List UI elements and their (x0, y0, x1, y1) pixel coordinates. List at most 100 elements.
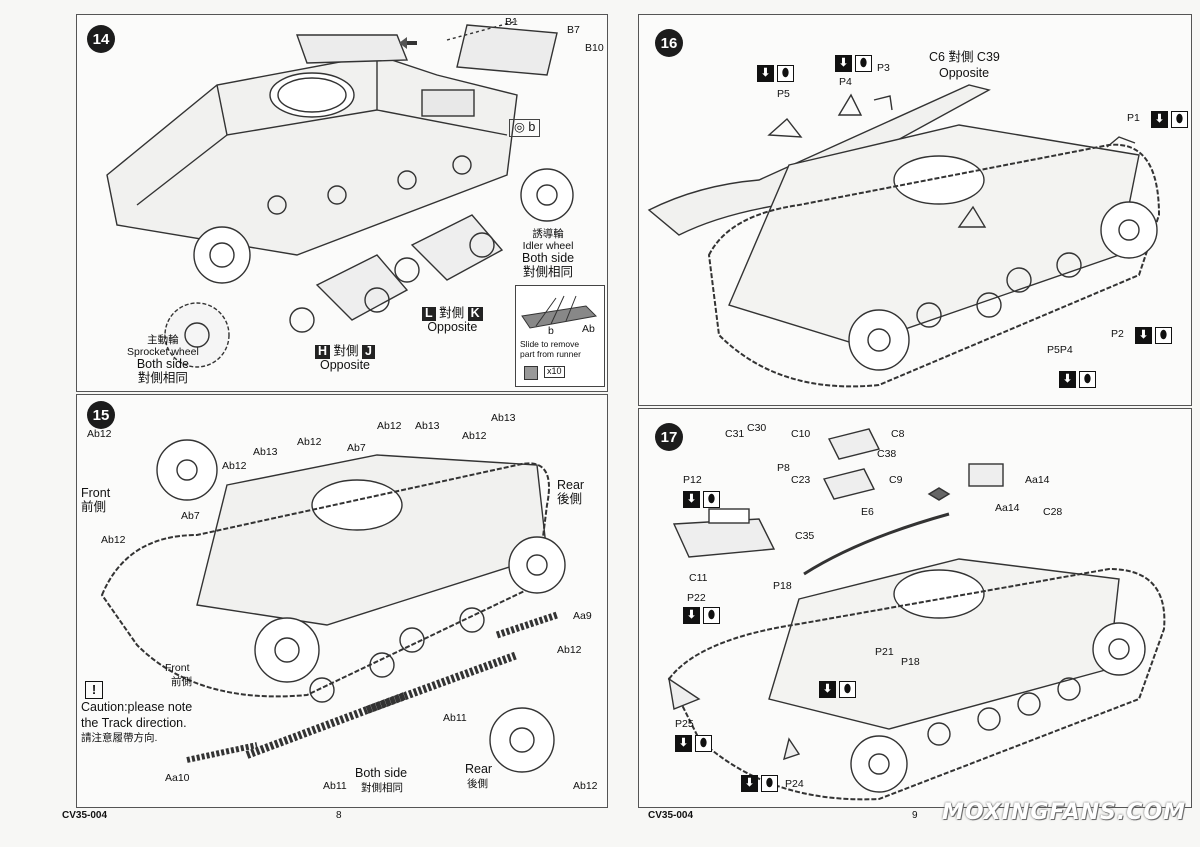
label-ab12-2: Ab12 (222, 460, 247, 472)
sprocket-en: Sprocket wheel (127, 345, 199, 358)
cement-icon: ⬇ (819, 681, 836, 698)
paint-icon: ⬮ (1155, 327, 1172, 344)
step-16-panel: 16 C6 對側 C39 Opposite P1 P2 P3 P4 (638, 14, 1192, 406)
label-ab13-3: Ab13 (491, 412, 516, 424)
label-aa14: Aa14 (1025, 474, 1050, 486)
label-c23: C23 (791, 474, 811, 486)
both-side-cn: 對側相同 (361, 782, 403, 794)
pair-hj-text: Opposite (319, 357, 370, 372)
runner-b-label: ◎ b (509, 119, 541, 137)
label-p21: P21 (875, 646, 894, 658)
pair-lk-text: Opposite (427, 319, 478, 334)
sprocket-side-en: Both side (136, 357, 189, 372)
label-c11: C11 (689, 572, 708, 584)
label-c38: C38 (877, 448, 897, 460)
step-number: 16 (655, 29, 683, 57)
paint-icon: ⬮ (855, 55, 872, 72)
label-p12: P12 (683, 474, 702, 486)
watermark-logo: MOXINGFANS.COM (941, 800, 1186, 825)
step-number: 14 (87, 25, 115, 53)
cube-icon (524, 366, 538, 380)
front-en: Front (81, 486, 111, 500)
track-drawing (100, 439, 566, 773)
pair-hj-mid: 對側 (333, 344, 359, 358)
left-code: CV35-004 (62, 810, 108, 821)
label-c28: C28 (1043, 506, 1063, 518)
label-c35: C35 (795, 530, 815, 542)
front-cn: 前側 (81, 500, 107, 514)
paint-icon: ⬮ (703, 491, 720, 508)
inset-b: b (548, 325, 554, 337)
c6-opposite: Opposite (939, 66, 990, 80)
c6-c39-label: C6 對側 C39 (929, 50, 1000, 64)
label-ab12-lower-b: Ab12 (573, 780, 598, 792)
label-p2: P2 (1111, 328, 1124, 340)
label-p8: P8 (777, 462, 790, 474)
cement-icon: ⬇ (1151, 111, 1168, 128)
caution-cn: 請注意履帶方向. (81, 732, 158, 744)
label-ab12-4: Ab12 (377, 420, 402, 432)
cement-icon: ⬇ (683, 607, 700, 624)
label-p3: P3 (877, 62, 890, 74)
paint-icon: ⬮ (1079, 371, 1096, 388)
both-side-en: Both side (355, 766, 408, 780)
label-e6: E6 (861, 506, 874, 518)
paint-icon: ⬮ (839, 681, 856, 698)
inset-note-1: Slide to remove (520, 339, 580, 349)
label-p4: P4 (839, 76, 852, 88)
idler-cn: 誘導輪 (532, 228, 564, 240)
part-H: H (315, 344, 331, 359)
left-page: 14 (62, 14, 608, 821)
step-17-panel: 17 C31 C30 C10 C (638, 408, 1192, 808)
part-B7: B7 (567, 24, 580, 36)
label-p18b: P18 (901, 656, 920, 668)
rear2-cn: 後側 (467, 778, 488, 790)
part-J: J (362, 344, 375, 359)
rear2-en: Rear (465, 762, 493, 776)
paint-icon: ⬮ (761, 775, 778, 792)
label-ab12-5: Ab12 (462, 430, 487, 442)
cement-icon: ⬇ (683, 491, 700, 508)
paint-icon: ⬮ (703, 607, 720, 624)
part-K: K (467, 306, 483, 321)
cement-icon: ⬇ (835, 55, 852, 72)
rear-cn: 後側 (557, 492, 583, 506)
step-15-panel: 15 Ab12 Ab12 (76, 394, 608, 808)
hull-drawing (106, 20, 574, 368)
label-ab12-lower-a: Ab12 (557, 644, 582, 656)
label-ab11-b: Ab11 (323, 780, 347, 792)
label-ab12-3: Ab12 (297, 436, 322, 448)
label-c31: C31 (725, 428, 745, 440)
idler-side-en: Both side (522, 251, 575, 266)
label-ab7-2: Ab7 (181, 510, 200, 522)
label-p5p4: P5P4 (1047, 344, 1073, 356)
label-p25: P25 (675, 718, 694, 730)
label-aa14b: Aa14 (995, 502, 1020, 514)
label-c30: C30 (747, 422, 767, 434)
caution-icon: ! (85, 681, 103, 699)
rear-en: Rear (557, 478, 585, 492)
right-code: CV35-004 (648, 810, 694, 821)
sprocket-side-cn: 對側相同 (137, 370, 188, 385)
caution-line-2: the Track direction. (81, 716, 187, 730)
label-ab12-1: Ab12 (87, 428, 112, 440)
label-aa10: Aa10 (165, 772, 190, 784)
label-ab11-a: Ab11 (443, 712, 467, 724)
label-p24: P24 (785, 778, 804, 790)
cement-icon: ⬇ (1135, 327, 1152, 344)
part-B1: B1 (505, 16, 518, 28)
pair-lk: L 對側 K Opposite (422, 306, 483, 335)
step-number: 17 (655, 423, 683, 451)
label-aa9: Aa9 (573, 610, 592, 622)
runner-b-text: b (528, 120, 536, 134)
right-page: 16 C6 對側 C39 Opposite P1 P2 P3 P4 (600, 0, 1200, 847)
cement-icon: ⬇ (1059, 371, 1076, 388)
step-14-panel: 14 (76, 14, 608, 392)
label-c9: C9 (889, 474, 903, 486)
idler-en: Idler wheel (522, 239, 574, 252)
inset-qty: x10 (544, 366, 565, 378)
idler-side-cn: 對側相同 (523, 264, 574, 279)
fender-drawing (647, 84, 1161, 388)
label-ab13-2: Ab13 (415, 420, 440, 432)
paint-icon: ⬮ (1171, 111, 1188, 128)
